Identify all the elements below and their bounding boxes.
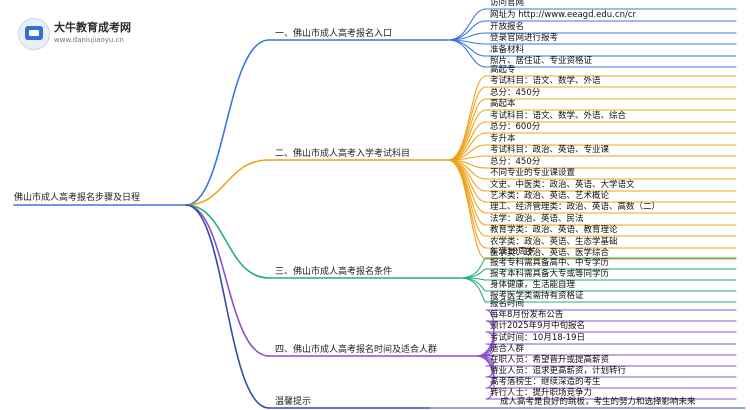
branch-3-leaf-4: 身体健康，生活能自理 [490, 280, 576, 290]
branch-4-leaf-9: 转行人士：提升职场竞争力 [490, 388, 593, 398]
branch-4-leaf-9-connector [475, 355, 495, 400]
branch-2-leaf-2: 考试科目：语文、数学、外语 [490, 76, 601, 86]
root-node: 佛山市成人高考报名步骤及日程 [14, 193, 141, 203]
branch-2-label: 二、佛山市成人高考入学考试科目 [275, 149, 411, 159]
branch-1-label: 一、佛山市成人高考报名入口 [275, 29, 393, 39]
branch-2-leaf-1-connector [447, 75, 487, 161]
branch-4-leaf-7: 待业人员：追求更高薪资，计划转行 [490, 366, 627, 376]
branch-3-leaf-2-connector [459, 268, 487, 279]
branch-1-leaf-4: 登录官网进行报考 [490, 33, 559, 43]
branch-1-leaf-1: 访问官网 [490, 0, 525, 8]
graduation-cap-icon [18, 18, 50, 50]
branch-1-leaf-5-connector [447, 39, 487, 57]
branch-2-connector [185, 159, 270, 206]
branch-2-leaf-10: 不同专业的专业课设置 [490, 168, 576, 178]
branch-2-leaf-11: 文史、中医类：政治、英语、大学语文 [490, 180, 635, 190]
branch-1-leaf-2: 网址为 http://www.eeagd.edu.cn/cr [490, 10, 636, 20]
branch-3-leaf-5-connector [459, 277, 487, 303]
branch-2-leaf-6: 总分：600分 [490, 122, 541, 132]
branch-2-leaf-17: 医学类：政治、英语、医学综合 [490, 248, 610, 258]
branch-2-leaf-4: 高起本 [490, 99, 516, 109]
branch-1-leaf-6: 照片、居住证、专业资格证 [490, 56, 593, 66]
branch-2-leaf-7: 专升本 [490, 134, 516, 144]
branch-3-leaf-2: 报考专科需具备高中、中专学历 [490, 258, 610, 268]
branch-3-leaf-3: 报考本科需具备大专或等同学历 [490, 269, 610, 279]
branch-4-leaf-4: 考试时间：10月18-19日 [490, 333, 586, 343]
branch-2-leaf-1: 高起专 [490, 65, 516, 75]
branch-2-leaf-17-connector [447, 159, 487, 260]
site-logo: 大牛教育成考网 www.daniujiaoyu.cn [18, 16, 168, 52]
branch-1-leaf-3: 开放报名 [490, 22, 525, 32]
branch-4-label: 四、佛山市成人高考报名时间及适合人群 [275, 345, 438, 355]
branch-5-connector [185, 204, 270, 409]
branch-4-leaf-6: 在职人员：希望晋升或提高薪资 [490, 355, 610, 365]
branch-4-leaf-3: 预计2025年9月中旬报名 [490, 321, 586, 331]
logo-title: 大牛教育成考网 [54, 21, 131, 34]
branch-2-leaf-16-connector [447, 159, 487, 249]
branch-1-leaf-5: 准备材料 [490, 45, 525, 55]
branch-2-leaf-14: 法学：政治、英语、民法 [490, 214, 584, 224]
branch-1-leaf-1-connector [447, 8, 487, 41]
branch-3-connector [185, 204, 270, 279]
branch-3-leaf-5: 报考医学类需持有资格证 [490, 291, 584, 301]
branch-3-label: 三、佛山市成人高考报名条件 [275, 267, 393, 277]
branch-4-leaf-8: 高考落榜生：继续深造的考生 [490, 377, 601, 387]
branch-4-leaf-1: 报名时间 [490, 299, 525, 309]
branch-5-leaf-1: 成人高考是良好的跳板，考生的努力和选择影响未来 [500, 397, 696, 407]
branch-4-leaf-5: 适合人群 [490, 344, 525, 354]
branch-2-leaf-5: 考试科目：语文、数学、外语、综合 [490, 111, 627, 121]
branch-3-leaf-1: 年满18周岁 [490, 247, 535, 257]
branch-3-leaf-1-connector [459, 257, 487, 279]
branch-5-label: 温馨提示 [275, 397, 312, 407]
branch-1-leaf-6-connector [447, 39, 487, 68]
branch-4-connector [185, 204, 270, 357]
branch-2-leaf-12: 艺术类：政治、英语、艺术概论 [490, 191, 610, 201]
branch-2-leaf-15: 教育学类：政治、英语、教育理论 [490, 225, 618, 235]
branch-2-leaf-16: 农学类：政治、英语、生态学基础 [490, 237, 618, 247]
branch-2-leaf-8: 考试科目：政治、英语、专业课 [490, 145, 610, 155]
logo-url: www.daniujiaoyu.cn [54, 36, 124, 44]
branch-2-leaf-13: 理工、经济管理类：政治、英语、高数（二） [490, 202, 661, 212]
branch-4-leaf-2: 每年8月份发布公告 [490, 310, 564, 320]
branch-2-leaf-9: 总分：450分 [490, 157, 541, 167]
branch-2-leaf-3: 总分：450分 [490, 88, 541, 98]
branch-1-connector [185, 39, 270, 206]
